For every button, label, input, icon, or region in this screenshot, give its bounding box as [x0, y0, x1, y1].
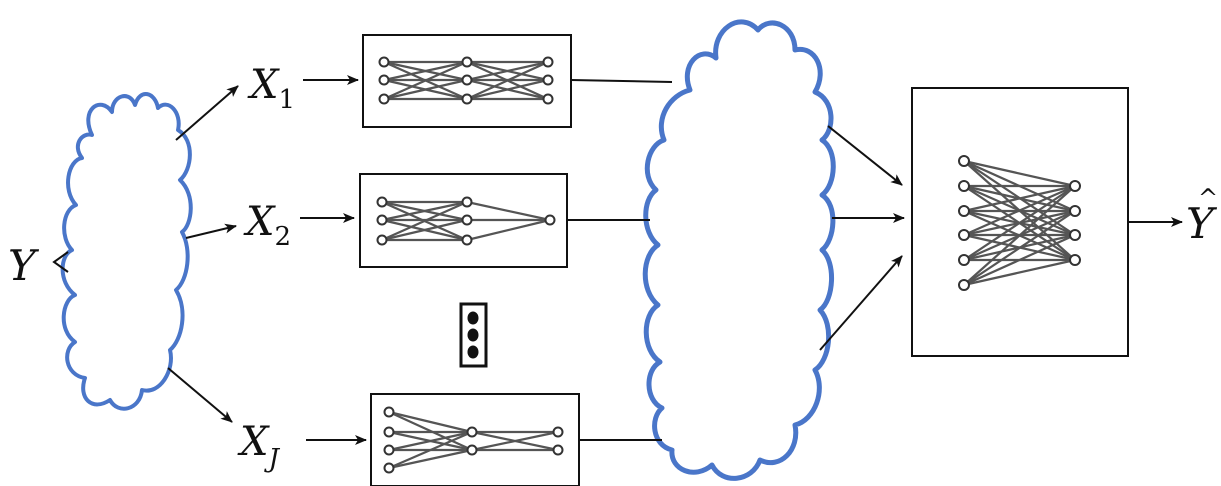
- meta-nodes: [958, 155, 1081, 291]
- network-box-2: [359, 173, 568, 268]
- y-arrowhead-icon: [52, 251, 69, 273]
- xj-label: XJ: [237, 419, 280, 474]
- x2-subscript: 2: [274, 222, 291, 252]
- yhat-hat-mark: ^: [1198, 184, 1218, 212]
- arrow-cloud-to-meta-3: [819, 255, 903, 351]
- x1-label: X1: [247, 62, 295, 115]
- arrow-cloud-to-xj: [167, 367, 233, 423]
- network-box-j: [370, 393, 580, 486]
- y-label: Y: [8, 241, 40, 290]
- vertical-dots-icon: [459, 302, 488, 368]
- net2-nodes: [376, 196, 556, 246]
- line-net1-to-cloud: [570, 79, 673, 83]
- yhat-label: Y: [1186, 199, 1218, 248]
- arrow-cloud-to-meta-1: [827, 125, 903, 186]
- net1-nodes: [378, 56, 554, 105]
- netj-edges: [388, 410, 559, 470]
- left-cloud: [60, 92, 193, 411]
- xj-subscript: J: [263, 444, 280, 474]
- netj-nodes: [383, 406, 564, 474]
- arrow-cloud-to-x2: [185, 223, 237, 239]
- net1-edges: [383, 60, 549, 101]
- middle-cloud: [642, 19, 836, 481]
- x2-label: X2: [243, 199, 291, 252]
- meta-edges: [963, 159, 1076, 287]
- x1-subscript: 1: [278, 85, 295, 115]
- arrow-cloud-to-x1: [175, 85, 239, 141]
- network-box-1: [362, 34, 572, 128]
- net2-edges: [381, 200, 551, 242]
- meta-network-box: [911, 87, 1129, 357]
